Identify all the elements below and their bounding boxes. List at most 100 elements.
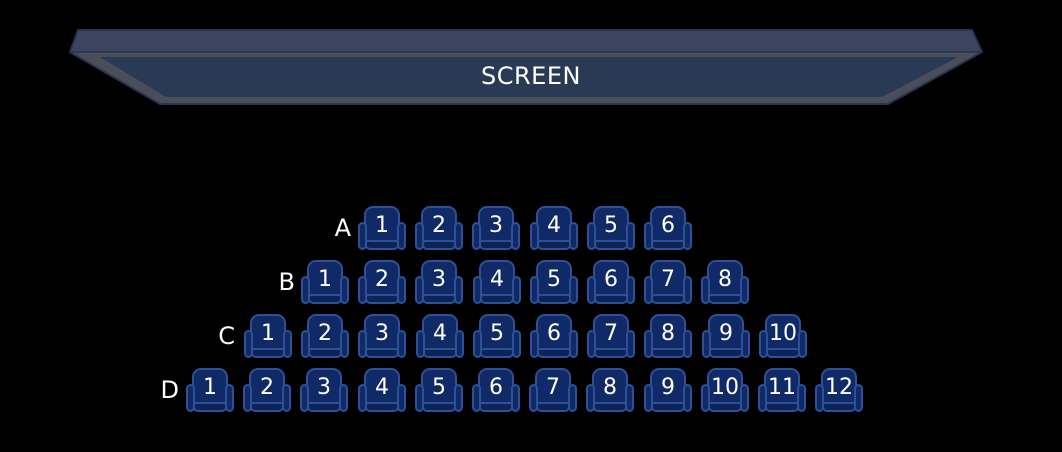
seat-armrest-left bbox=[702, 330, 711, 358]
seat-armrest-left bbox=[415, 222, 424, 250]
seat-c-10[interactable]: 10 bbox=[759, 314, 807, 362]
seat-armrest-right bbox=[797, 384, 806, 412]
seat-number: 2 bbox=[318, 321, 332, 346]
seat-armrest-right bbox=[283, 330, 292, 358]
seat-armrest-left bbox=[759, 330, 768, 358]
seat-armrest-left bbox=[244, 330, 253, 358]
seat-armrest-right bbox=[626, 276, 635, 304]
row-label-b: B bbox=[278, 268, 295, 296]
seat-armrest-right bbox=[854, 384, 863, 412]
seat-cushion bbox=[594, 240, 628, 250]
seat-c-4[interactable]: 4 bbox=[416, 314, 464, 362]
seat-d-11[interactable]: 11 bbox=[758, 368, 806, 416]
seat-number: 1 bbox=[318, 267, 332, 292]
seat-number: 3 bbox=[432, 267, 446, 292]
seat-armrest-right bbox=[625, 384, 634, 412]
seat-number: 6 bbox=[547, 321, 561, 346]
seat-cushion bbox=[365, 348, 399, 358]
seat-armrest-right bbox=[569, 222, 578, 250]
seat-armrest-left bbox=[644, 222, 653, 250]
seat-a-6[interactable]: 6 bbox=[644, 206, 692, 254]
seat-cushion bbox=[422, 294, 456, 304]
seat-number: 5 bbox=[490, 321, 504, 346]
row-label-d: D bbox=[160, 376, 179, 404]
seat-cushion bbox=[537, 240, 571, 250]
seat-number: 9 bbox=[661, 375, 675, 400]
seat-d-10[interactable]: 10 bbox=[701, 368, 749, 416]
seat-armrest-left bbox=[530, 276, 539, 304]
seat-d-8[interactable]: 8 bbox=[586, 368, 634, 416]
seat-d-9[interactable]: 9 bbox=[644, 368, 692, 416]
seat-b-2[interactable]: 2 bbox=[358, 260, 406, 308]
seat-armrest-right bbox=[569, 276, 578, 304]
seat-armrest-left bbox=[815, 384, 824, 412]
seat-number: 11 bbox=[768, 375, 796, 400]
seat-cushion bbox=[708, 402, 742, 412]
seat-number: 12 bbox=[825, 375, 853, 400]
seat-c-9[interactable]: 9 bbox=[702, 314, 750, 362]
seat-armrest-right bbox=[282, 384, 291, 412]
seat-cushion bbox=[479, 240, 513, 250]
seat-armrest-left bbox=[473, 276, 482, 304]
seat-number: 8 bbox=[718, 267, 732, 292]
seat-c-5[interactable]: 5 bbox=[473, 314, 521, 362]
seat-a-5[interactable]: 5 bbox=[587, 206, 635, 254]
seat-cushion bbox=[479, 402, 513, 412]
seat-number: 2 bbox=[432, 213, 446, 238]
seat-c-3[interactable]: 3 bbox=[358, 314, 406, 362]
row-label-a: A bbox=[334, 214, 351, 242]
seat-icon bbox=[708, 314, 744, 354]
seat-b-7[interactable]: 7 bbox=[644, 260, 692, 308]
seat-cushion bbox=[307, 402, 341, 412]
seat-cushion bbox=[251, 348, 285, 358]
seat-armrest-left bbox=[529, 384, 538, 412]
seat-armrest-left bbox=[644, 276, 653, 304]
seat-a-1[interactable]: 1 bbox=[358, 206, 406, 254]
seat-d-5[interactable]: 5 bbox=[415, 368, 463, 416]
seat-b-8[interactable]: 8 bbox=[701, 260, 749, 308]
seat-b-4[interactable]: 4 bbox=[473, 260, 521, 308]
seat-number: 1 bbox=[261, 321, 275, 346]
seat-armrest-right bbox=[225, 384, 234, 412]
seat-b-1[interactable]: 1 bbox=[301, 260, 349, 308]
seat-cushion bbox=[651, 402, 685, 412]
seat-b-5[interactable]: 5 bbox=[530, 260, 578, 308]
seat-d-6[interactable]: 6 bbox=[472, 368, 520, 416]
seat-cushion bbox=[250, 402, 284, 412]
seat-d-2[interactable]: 2 bbox=[243, 368, 291, 416]
seat-c-6[interactable]: 6 bbox=[530, 314, 578, 362]
seat-a-2[interactable]: 2 bbox=[415, 206, 463, 254]
seat-a-4[interactable]: 4 bbox=[530, 206, 578, 254]
seat-d-12[interactable]: 12 bbox=[815, 368, 863, 416]
seat-c-2[interactable]: 2 bbox=[301, 314, 349, 362]
seat-number: 4 bbox=[375, 375, 389, 400]
seat-c-7[interactable]: 7 bbox=[587, 314, 635, 362]
seat-armrest-right bbox=[568, 384, 577, 412]
seat-cushion bbox=[651, 348, 685, 358]
seat-armrest-right bbox=[512, 276, 521, 304]
seat-cushion bbox=[822, 402, 856, 412]
seat-d-4[interactable]: 4 bbox=[358, 368, 406, 416]
seat-armrest-left bbox=[358, 384, 367, 412]
seat-number: 3 bbox=[375, 321, 389, 346]
seat-b-6[interactable]: 6 bbox=[587, 260, 635, 308]
seat-armrest-left bbox=[300, 384, 309, 412]
seat-armrest-left bbox=[530, 330, 539, 358]
seat-d-7[interactable]: 7 bbox=[529, 368, 577, 416]
seat-number: 7 bbox=[661, 267, 675, 292]
seat-c-8[interactable]: 8 bbox=[644, 314, 692, 362]
seat-b-3[interactable]: 3 bbox=[415, 260, 463, 308]
seat-number: 6 bbox=[489, 375, 503, 400]
seat-armrest-left bbox=[243, 384, 252, 412]
seat-icon bbox=[421, 368, 457, 408]
seat-armrest-right bbox=[340, 330, 349, 358]
seat-armrest-right bbox=[626, 222, 635, 250]
seat-a-3[interactable]: 3 bbox=[472, 206, 520, 254]
seat-number: 7 bbox=[546, 375, 560, 400]
seat-armrest-left bbox=[587, 276, 596, 304]
seat-d-3[interactable]: 3 bbox=[300, 368, 348, 416]
seat-cushion bbox=[308, 348, 342, 358]
seat-d-1[interactable]: 1 bbox=[186, 368, 234, 416]
seat-c-1[interactable]: 1 bbox=[244, 314, 292, 362]
seat-cushion bbox=[651, 240, 685, 250]
